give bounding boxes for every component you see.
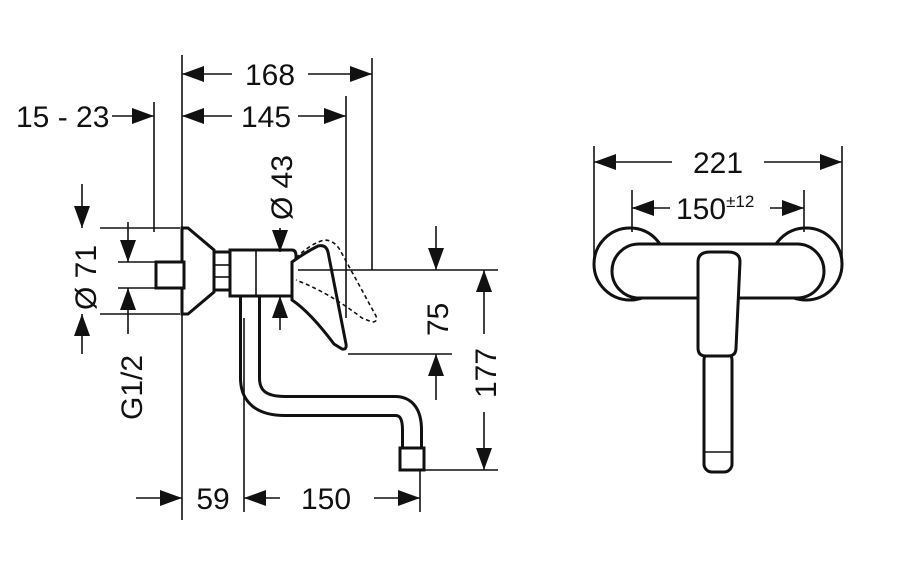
dim-diameter-43: Ø 43 <box>266 155 299 220</box>
dim-168: 168 <box>245 59 295 92</box>
front-lever <box>696 250 742 358</box>
dim-diameter-71: Ø 71 <box>70 245 103 310</box>
front-spout <box>702 350 734 474</box>
front-view: 221 150±12 <box>592 146 844 474</box>
lever-handle <box>290 244 348 351</box>
dim-150-value: 150 <box>676 193 726 226</box>
connector-stub <box>154 260 186 290</box>
dim-tolerance: ±12 <box>726 192 754 211</box>
lever-alt-position <box>295 239 378 323</box>
dim-221: 221 <box>693 147 743 180</box>
dim-145: 145 <box>241 101 291 134</box>
dim-59: 59 <box>196 483 229 516</box>
dim-g12: G1/2 <box>116 355 149 420</box>
dim-150-tolerance: 150±12 <box>676 192 754 226</box>
wall-flange <box>180 226 216 316</box>
dim-177: 177 <box>470 348 503 398</box>
nut <box>212 250 232 292</box>
side-view: 168 145 15 - 23 Ø 43 Ø 71 G1/2 75 <box>16 55 503 520</box>
aerator <box>398 446 426 472</box>
mixer-body <box>228 248 298 298</box>
dim-150: 150 <box>301 483 351 516</box>
dim-75: 75 <box>422 303 455 336</box>
dim-15-23: 15 - 23 <box>16 101 109 134</box>
